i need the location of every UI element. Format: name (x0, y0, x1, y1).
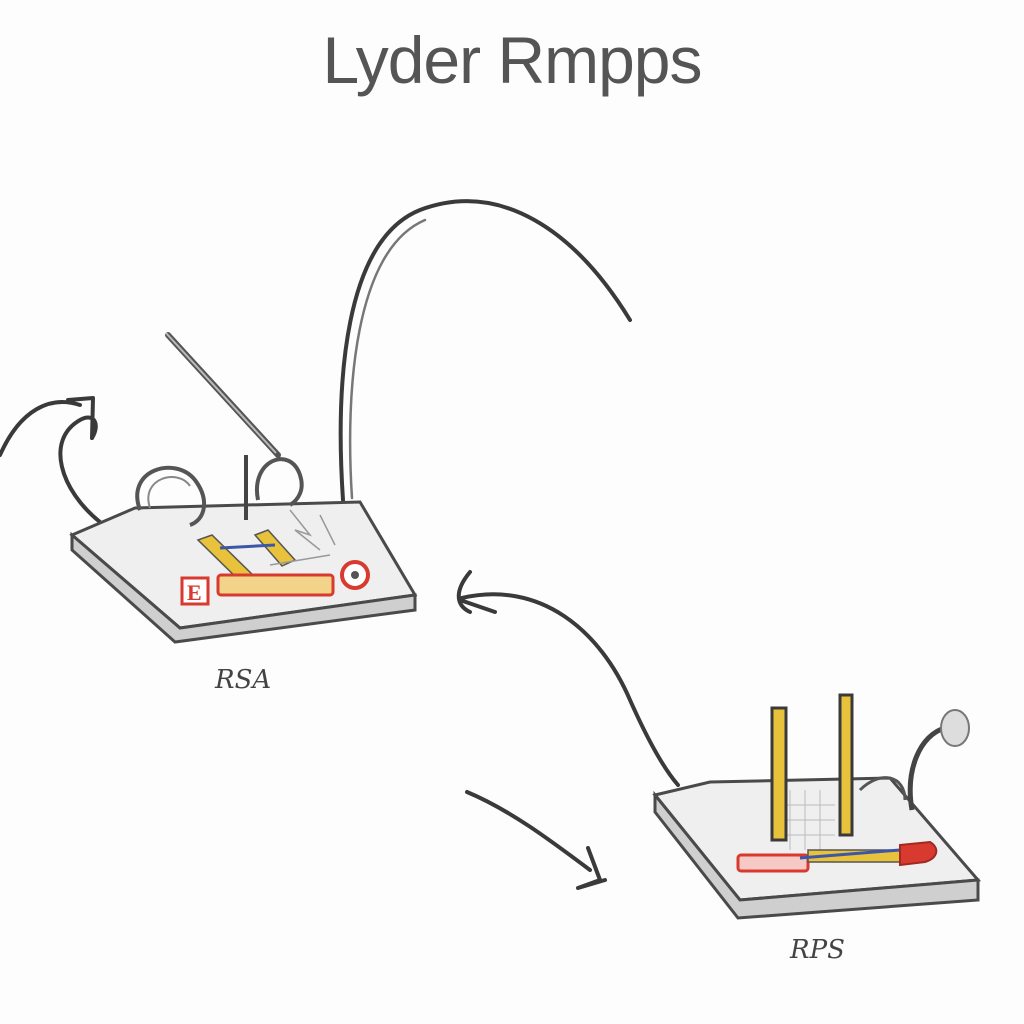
right-device (652, 693, 982, 920)
right-bar-right (838, 693, 854, 837)
left-device: E (69, 332, 418, 644)
left-red-strip (216, 573, 335, 597)
cable-arc-top (338, 199, 632, 502)
arrow-left-head (66, 396, 95, 440)
left-hook (254, 457, 304, 507)
arrow-lower (465, 790, 592, 872)
arrow-left-curl (58, 415, 102, 524)
right-board-side (653, 790, 980, 920)
cable-arc-top-inner (348, 218, 427, 500)
cable-middle (460, 592, 680, 787)
cable-middle-hook (456, 570, 497, 614)
left-board-side (70, 531, 417, 644)
left-sign-block (180, 576, 210, 606)
right-red-strip (736, 853, 810, 873)
right-board-top (652, 776, 982, 902)
arrow-lower-head (576, 846, 607, 890)
arrow-left-tail (0, 400, 82, 457)
right-red-tip (899, 840, 938, 867)
left-sign-letter: E (187, 580, 202, 605)
left-coil (135, 465, 206, 527)
left-device-label: RSA (214, 665, 271, 695)
right-lamp-head (940, 709, 970, 747)
diagram-title: Lyder Rmpps (322, 23, 702, 97)
right-bar-left (770, 706, 788, 842)
right-device-label: RPS (789, 935, 845, 965)
right-lamp-neck (907, 725, 946, 811)
